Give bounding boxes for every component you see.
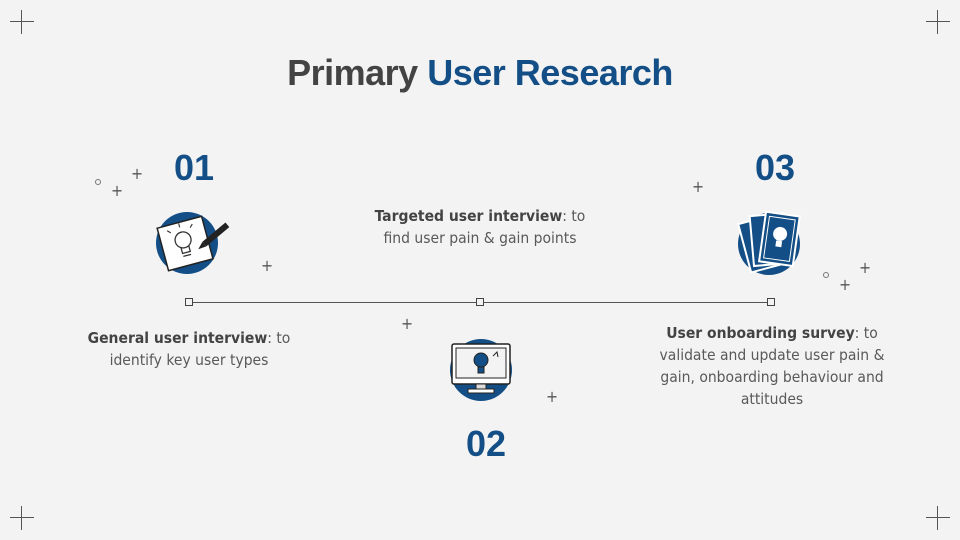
step-1-label: General user interview <box>87 329 268 347</box>
step-2-description: Targeted user interview: to find user pa… <box>362 205 598 249</box>
step-2-number: 02 <box>466 423 507 464</box>
corner-mark-bottom-left <box>10 506 34 530</box>
plus-sparkle-icon: + <box>401 314 414 333</box>
step-3-text: : to validate and update user pain & gai… <box>659 324 885 408</box>
timeline-node-1 <box>185 298 193 306</box>
plus-sparkle-icon: + <box>261 256 274 275</box>
title-part-1: Primary <box>287 52 418 93</box>
step-2-text: : to find user pain & gain points <box>383 207 586 247</box>
monitor-lightbulb-icon <box>448 338 514 404</box>
plus-sparkle-icon: + <box>859 258 872 277</box>
corner-mark-bottom-right <box>926 506 950 530</box>
step-1-text: : to identify key user types <box>109 329 291 369</box>
dot-sparkle-icon <box>95 179 101 185</box>
step-1-description: General user interview: to identify key … <box>80 327 298 371</box>
plus-sparkle-icon: + <box>111 181 124 200</box>
step-2-label: Targeted user interview <box>374 207 563 225</box>
plus-sparkle-icon: + <box>692 177 705 196</box>
plus-sparkle-icon: + <box>546 387 559 406</box>
plus-sparkle-icon: + <box>131 164 144 183</box>
step-1-number: 01 <box>174 147 215 188</box>
page-title: Primary User Research <box>0 52 960 94</box>
timeline-node-2 <box>476 298 484 306</box>
corner-mark-top-left <box>10 10 34 34</box>
step-3-description: User onboarding survey: to validate and … <box>656 322 888 410</box>
step-3-number: 03 <box>755 147 796 188</box>
plus-sparkle-icon: + <box>839 275 852 294</box>
lightbulb-sketch-icon <box>156 211 230 277</box>
dot-sparkle-icon <box>823 272 829 278</box>
step-3-label: User onboarding survey <box>666 324 855 342</box>
cards-lightbulb-icon <box>736 206 808 278</box>
title-part-2: User Research <box>427 52 673 93</box>
corner-mark-top-right <box>926 10 950 34</box>
timeline-node-3 <box>767 298 775 306</box>
